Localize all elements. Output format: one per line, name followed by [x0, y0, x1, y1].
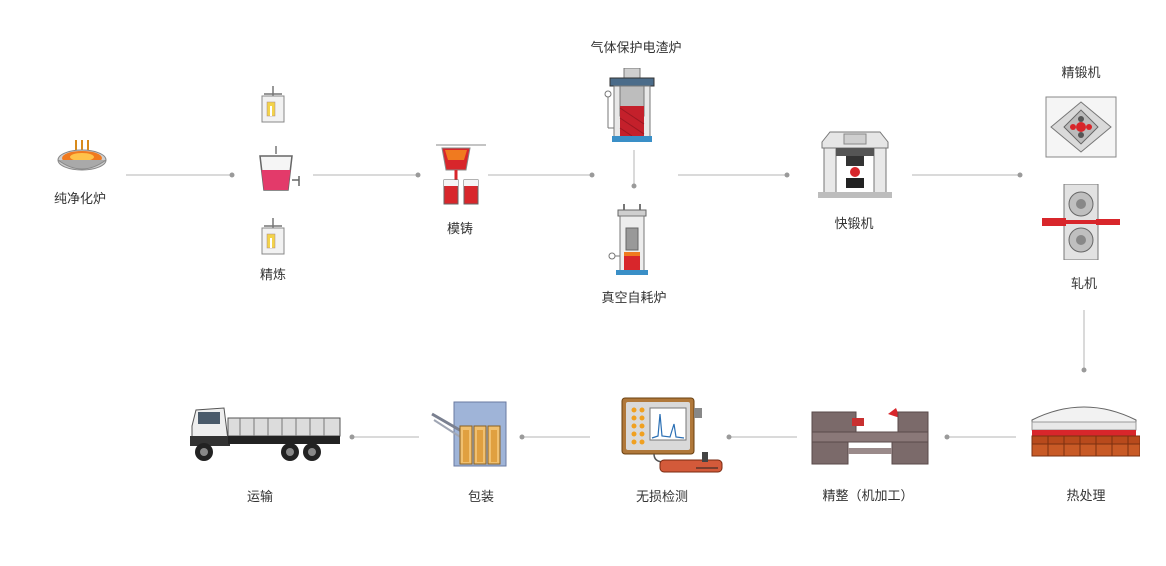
connector-node	[784, 172, 790, 178]
step-label-heat-treat: 热处理	[1066, 489, 1106, 504]
ndt-detector-icon	[614, 396, 724, 478]
step-label-esr: 气体保护电渣炉	[590, 41, 682, 56]
precision-forging-machine-icon	[1045, 96, 1117, 158]
purify-furnace-icon	[54, 138, 110, 178]
esr-furnace-icon	[602, 68, 662, 144]
fast-forging-press-icon	[818, 128, 892, 198]
connector-node	[519, 434, 525, 440]
step-label-refine: 精炼	[259, 268, 287, 283]
step-label-fast-forge: 快锻机	[834, 217, 874, 232]
step-label-purify: 纯净化炉	[53, 192, 107, 207]
refine-vessel-top-icon	[258, 86, 288, 124]
connector-node	[944, 434, 950, 440]
refine-vessel-bottom-icon	[258, 218, 288, 256]
connector-node	[1017, 172, 1023, 178]
heat-treatment-furnace-icon	[1028, 400, 1140, 460]
lathe-machine-icon	[808, 404, 932, 468]
connector-node	[726, 434, 732, 440]
step-label-rolling: 轧机	[1070, 277, 1098, 292]
packaging-icon	[430, 400, 508, 468]
mold-casting-icon	[436, 140, 486, 208]
step-label-mold-cast: 模铸	[446, 222, 474, 237]
connector-node	[415, 172, 421, 178]
step-label-var: 真空自耗炉	[601, 291, 667, 306]
step-label-ndt: 无损检测	[635, 490, 689, 505]
step-label-transport: 运输	[246, 490, 274, 505]
var-furnace-icon	[606, 204, 658, 276]
connector-node	[589, 172, 595, 178]
rolling-mill-icon	[1042, 184, 1120, 260]
connector-node	[631, 183, 637, 189]
connector-node	[1081, 367, 1087, 373]
step-label-packaging: 包装	[467, 490, 495, 505]
refine-ladle-icon	[252, 146, 300, 194]
connector-node	[229, 172, 235, 178]
transport-truck-icon	[188, 396, 344, 468]
connector-node	[349, 434, 355, 440]
step-label-finishing: 精整（机加工）	[822, 489, 914, 504]
step-label-precision-forge: 精锻机	[1061, 66, 1101, 81]
